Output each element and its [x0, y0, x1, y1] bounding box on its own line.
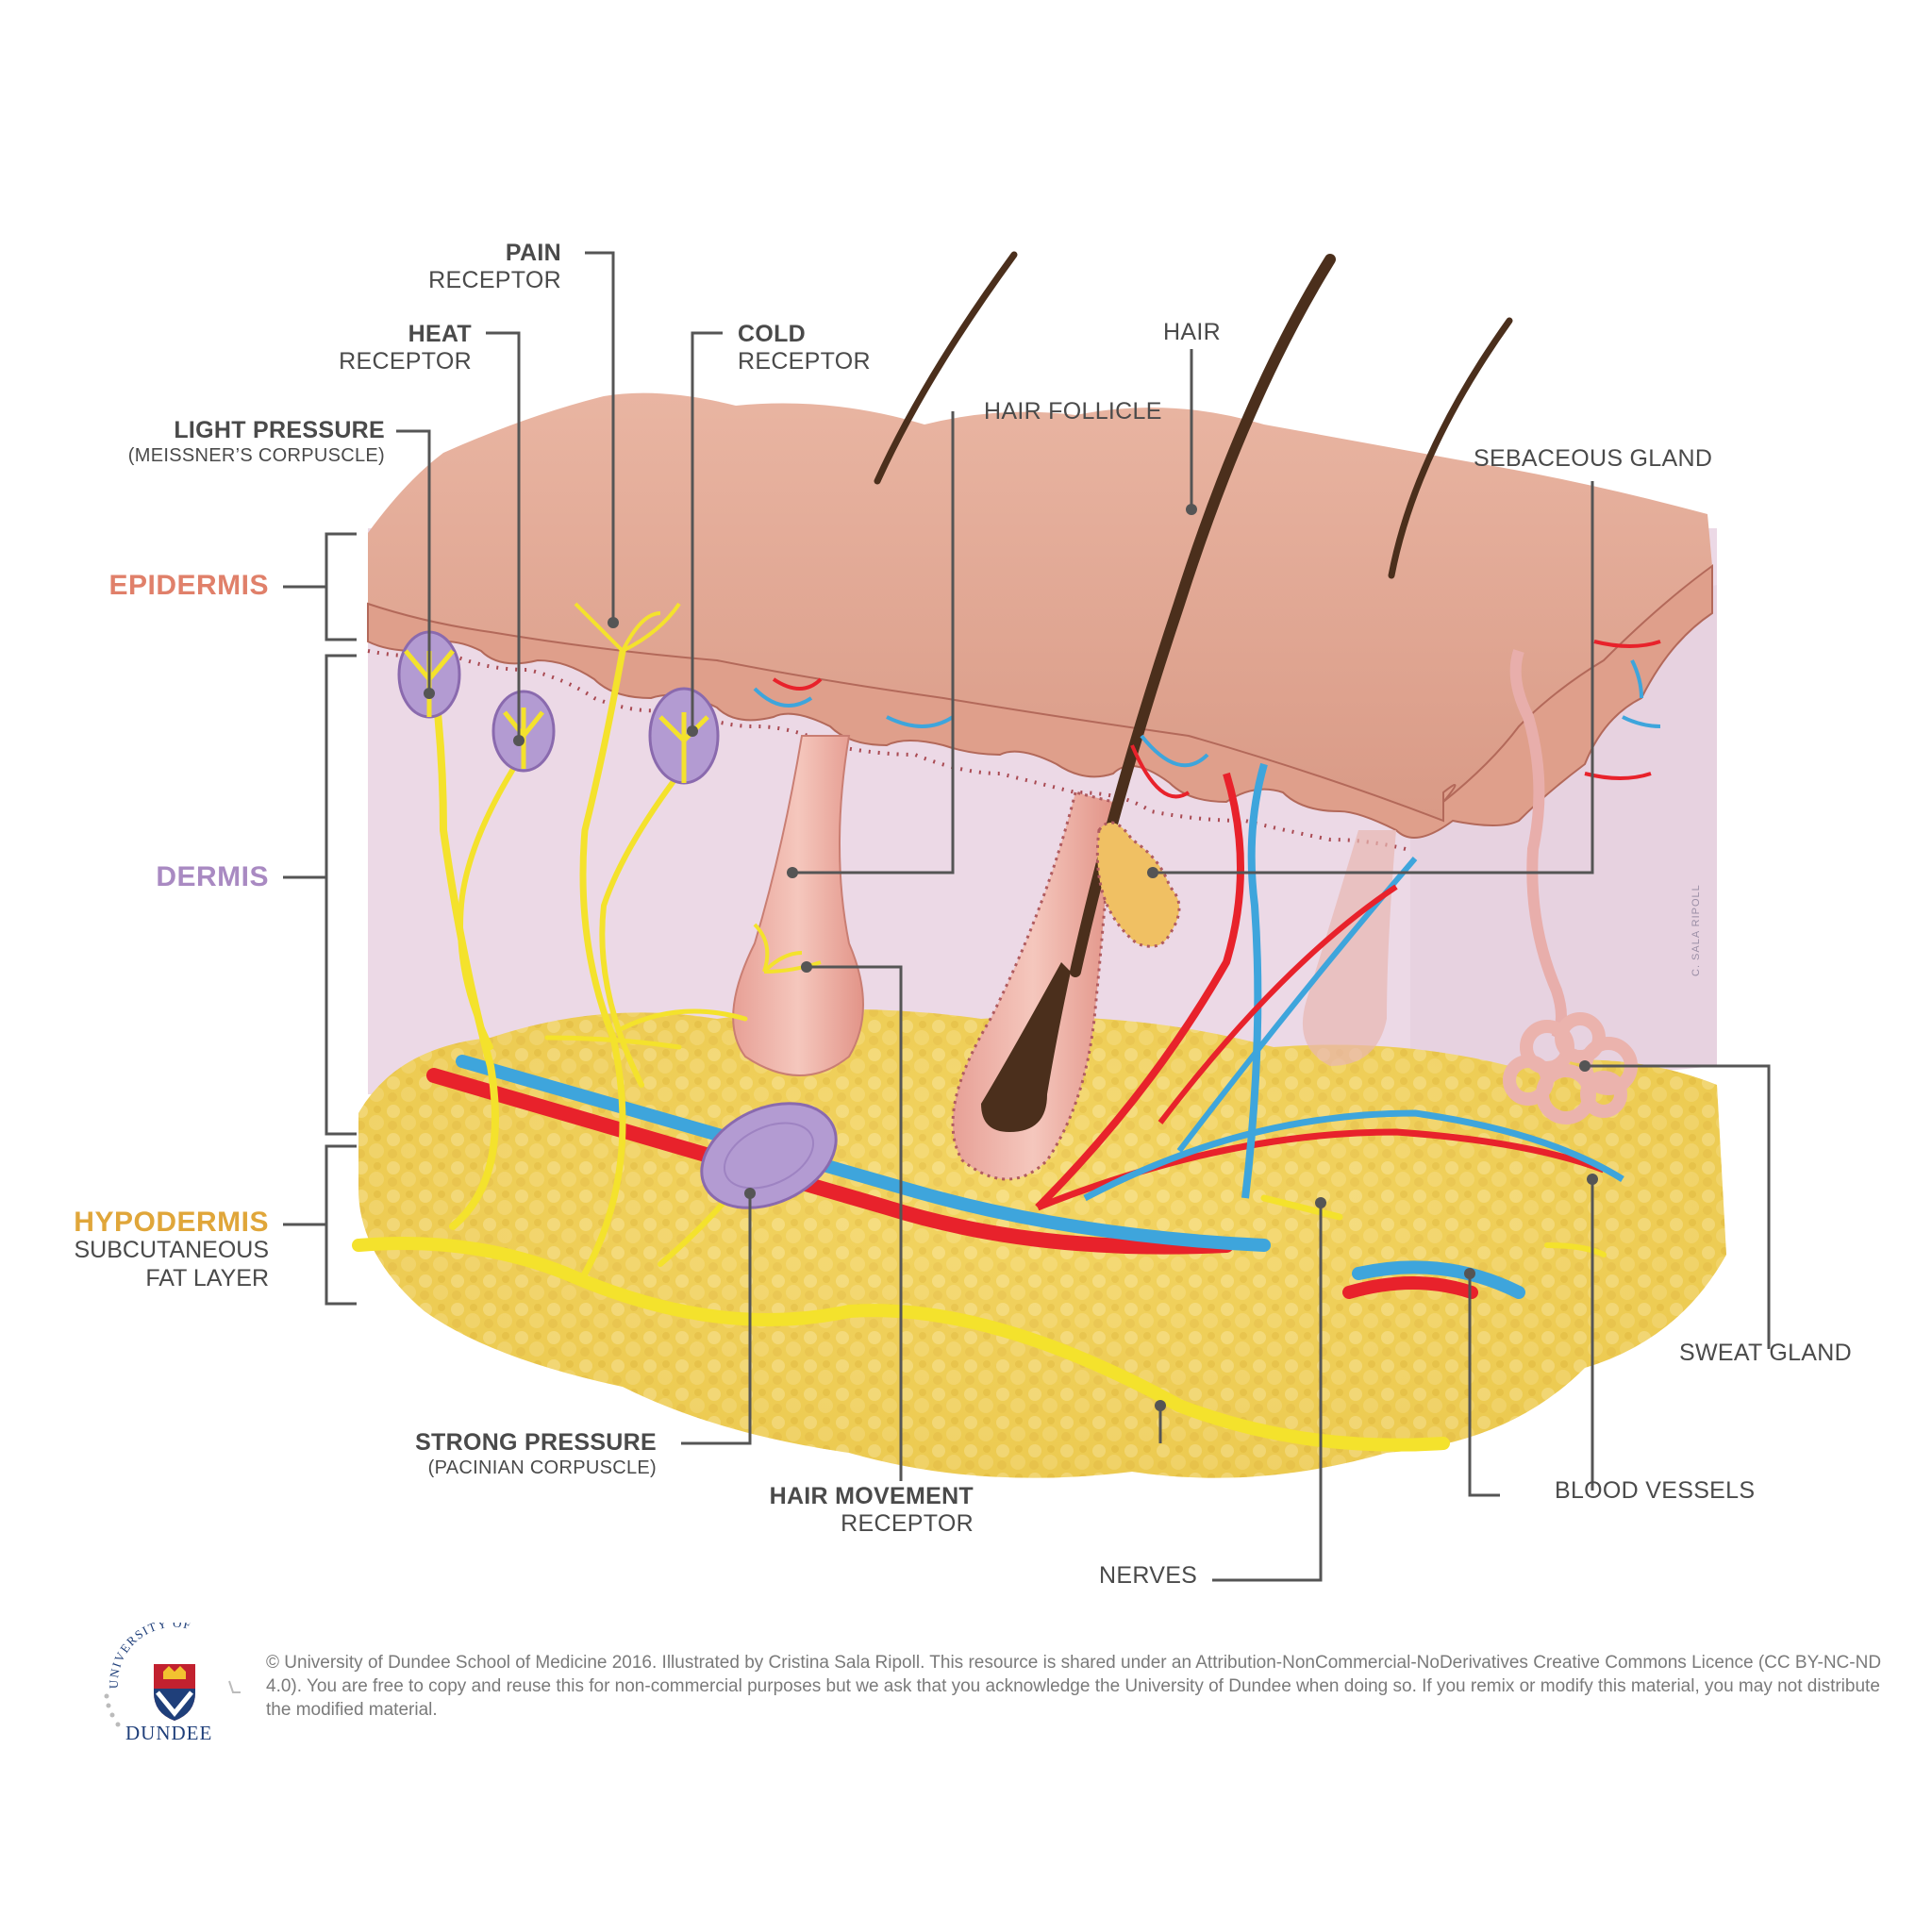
nerve-short-1 — [1260, 1194, 1343, 1221]
label-pain-bold: PAIN — [505, 240, 561, 266]
leader-lines — [396, 251, 1771, 1582]
artery-cut — [1342, 1276, 1478, 1299]
capillaries — [753, 640, 1661, 799]
university-logo: UNIVERSITY OF DUNDEE — [99, 1616, 250, 1745]
hair-bulb — [981, 962, 1071, 1132]
pacinian-corpuscle — [700, 1102, 838, 1209]
university-crest-icon: UNIVERSITY OF — [104, 1616, 241, 1727]
label-nerves: NERVES — [1099, 1562, 1198, 1589]
label-strong-pressure-bold: STRONG PRESSURE — [415, 1429, 657, 1456]
label-strong-pressure: STRONG PRESSURE (PACINIAN CORPUSCLE) — [377, 1429, 657, 1479]
label-strong-pressure-small: (PACINIAN CORPUSCLE) — [427, 1457, 657, 1478]
hypodermis-subtitle-1: SUBCUTANEOUS — [74, 1237, 269, 1263]
nerves — [352, 647, 1607, 1452]
label-blood-vessels: BLOOD VESSELS — [1555, 1477, 1756, 1504]
artery-branch — [1035, 772, 1244, 1210]
hypodermis-subtitle-2: FAT LAYER — [145, 1265, 269, 1291]
label-light-pressure-bold: LIGHT PRESSURE — [174, 417, 385, 443]
nerve-main — [352, 1237, 1450, 1452]
sweat-gland-coil — [1503, 1012, 1638, 1124]
vein-main — [456, 1055, 1271, 1252]
label-hair-follicle: HAIR FOLLICLE — [984, 398, 1162, 425]
sweat-gland-duct — [1509, 649, 1567, 1041]
label-pain-receptor: PAIN RECEPTOR — [377, 240, 561, 294]
label-cold-normal: RECEPTOR — [738, 348, 871, 375]
label-heat-normal: RECEPTOR — [339, 348, 472, 375]
nerve-dermis-1 — [544, 1035, 682, 1050]
heat-receptor-corpuscle — [491, 690, 556, 773]
vein-branch — [1241, 762, 1268, 1199]
label-hair-movement-bold: HAIR MOVEMENT — [769, 1483, 974, 1509]
hypodermis-title: HYPODERMIS — [74, 1207, 269, 1238]
label-hair-movement: HAIR MOVEMENT RECEPTOR — [717, 1483, 974, 1538]
nerve-endings — [574, 602, 822, 974]
artery-main — [426, 1068, 1234, 1255]
nerve-pain — [579, 647, 626, 1277]
label-hair-movement-normal: RECEPTOR — [841, 1510, 974, 1537]
hair-shaft-left — [874, 251, 1018, 485]
hair-follicle-center — [951, 791, 1115, 1181]
sebaceous-gland-shape — [1095, 821, 1181, 948]
label-sweat-gland: SWEAT GLAND — [1679, 1340, 1852, 1366]
label-heat-bold: HEAT — [408, 321, 472, 347]
label-heat-receptor: HEAT RECEPTOR — [283, 321, 472, 375]
dermis-title: DERMIS — [156, 861, 269, 892]
label-hair: HAIR — [1163, 319, 1221, 345]
label-light-pressure-small: (MEISSNER’S CORPUSCLE) — [127, 445, 385, 466]
hair-follicle-left — [732, 735, 864, 1076]
artery-branch-2 — [1158, 884, 1398, 1124]
label-cold-bold: COLD — [738, 321, 807, 347]
leader-dots — [424, 504, 1598, 1411]
hair-shaft-right — [1388, 317, 1513, 579]
nerve-hair-movement — [620, 1008, 748, 1031]
cold-receptor-corpuscle — [648, 687, 720, 785]
epidermis-title: EPIDERMIS — [108, 570, 269, 601]
copyright-footer: © University of Dundee School of Medicin… — [266, 1653, 1882, 1720]
epidermis-top — [368, 392, 1712, 821]
label-sebaceous-gland: SEBACEOUS GLAND — [1474, 445, 1713, 472]
nerve-left-trunk — [430, 675, 499, 1230]
logo-name: DUNDEE — [125, 1722, 213, 1744]
nerve-heat — [458, 742, 531, 1050]
label-pain-normal: RECEPTOR — [428, 267, 561, 293]
label-light-pressure: LIGHT PRESSURE (MEISSNER’S CORPUSCLE) — [94, 417, 385, 467]
hair-follicle-right — [1302, 830, 1396, 1066]
vein-cut — [1352, 1260, 1525, 1299]
layer-brackets — [283, 532, 357, 1306]
nerve-cold — [599, 771, 682, 1088]
vein-right — [1083, 1109, 1624, 1202]
label-cold-receptor: COLD RECEPTOR — [738, 321, 871, 375]
nerve-short-2 — [1544, 1242, 1607, 1257]
artist-signature: C. SALA RIPOLL — [1690, 884, 1702, 976]
epidermis-front — [367, 564, 1713, 839]
